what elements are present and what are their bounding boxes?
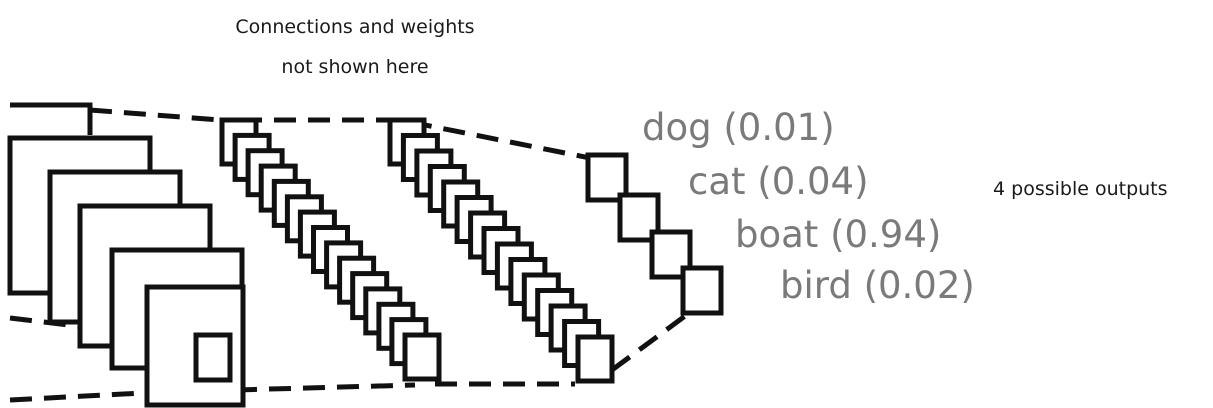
output-node-bird xyxy=(680,265,724,316)
dashed-line-bottom-d xyxy=(610,302,702,373)
dashed-line-top-c xyxy=(409,119,591,161)
output-label-cat: cat (0.04) xyxy=(688,160,869,203)
output-label-dog: dog (0.01) xyxy=(642,106,835,149)
hidden-layer-1 xyxy=(219,117,442,382)
input-feature-maps xyxy=(7,102,246,408)
hidden-layer-2 xyxy=(387,117,615,384)
caption-line-1: Connections and weights xyxy=(235,16,475,38)
dashed-line-top-a xyxy=(89,107,221,123)
outputs-count-note: 4 possible outputs xyxy=(993,178,1168,200)
caption-line-2: not shown here xyxy=(281,56,429,78)
layer2-unit xyxy=(575,334,615,384)
feature-map-edge-top xyxy=(10,102,93,135)
feature-map-kernel xyxy=(193,332,233,383)
output-layer xyxy=(585,152,724,316)
output-label-boat: boat (0.94) xyxy=(735,213,942,256)
output-label-bird: bird (0.02) xyxy=(780,264,975,307)
dashed-line-bottom-b xyxy=(234,382,416,393)
output-node-dog xyxy=(585,152,629,203)
layer1-unit xyxy=(402,332,442,382)
